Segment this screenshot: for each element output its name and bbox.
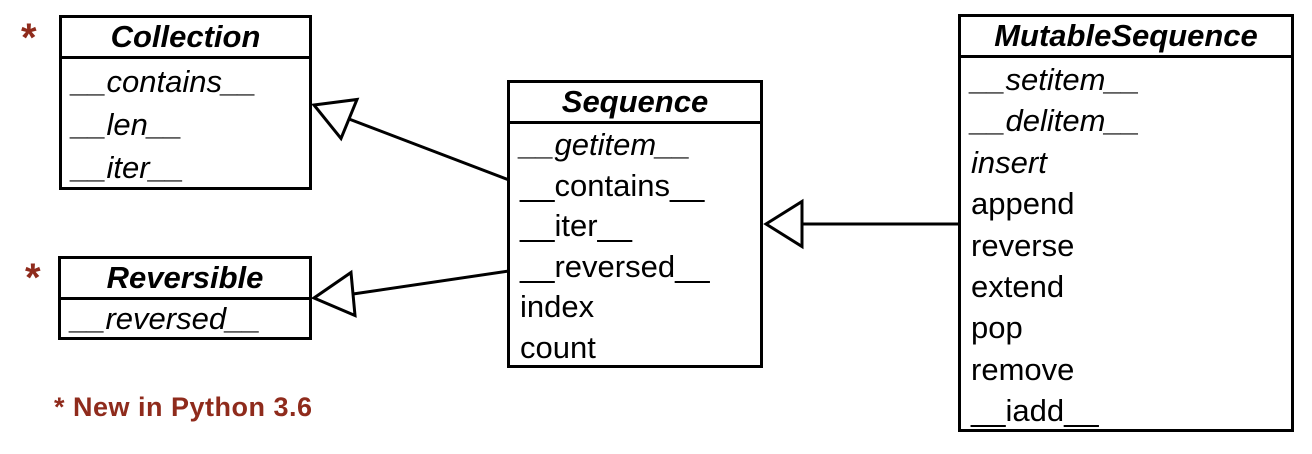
class-member: __getitem__ [520,127,691,162]
class-title-collection: Collection [62,18,309,59]
member-list-collection: __contains__ __len__ __iter__ [62,59,309,189]
class-member: count [520,329,596,365]
class-title-sequence: Sequence [510,83,760,124]
class-member: __iter__ [520,208,633,243]
class-title-reversible: Reversible [61,259,309,300]
class-member: pop [971,310,1023,346]
class-box-mutablesequence: MutableSequence __setitem__ __delitem__ … [958,14,1294,432]
new-in-36-asterisk-collection: * [21,16,37,60]
member-list-mutablesequence: __setitem__ __delitem__ insert append re… [961,58,1291,432]
class-box-reversible: Reversible __reversed__ [58,256,312,340]
class-member: index [520,289,595,324]
class-member: insert [971,144,1047,180]
inheritance-arrowhead-icon [310,269,357,318]
member-list-reversible: __reversed__ [61,300,309,337]
class-member: reverse [971,227,1075,263]
class-member: __setitem__ [971,62,1140,97]
inheritance-arrowhead-icon [763,198,804,250]
class-member: __reversed__ [520,248,710,284]
class-member: __contains__ [520,167,705,203]
class-member: extend [971,269,1065,305]
class-member: __contains__ [72,64,257,99]
class-member: __iadd__ [971,393,1099,429]
class-member: __delitem__ [971,103,1140,139]
member-list-sequence: __getitem__ __contains__ __iter__ __reve… [510,124,760,368]
inheritance-arrowhead-icon [311,97,360,142]
class-member: __iter__ [72,150,185,185]
class-member: append [971,186,1075,222]
class-member: remove [971,351,1075,387]
class-member: __len__ [72,107,183,142]
class-box-sequence: Sequence __getitem__ __contains__ __iter… [507,80,763,368]
arrow-mutablesequence-to-sequence [763,198,959,250]
footnote-new-in-python-36: * New in Python 3.6 [54,392,313,422]
class-box-collection: Collection __contains__ __len__ __iter__ [59,15,312,190]
class-title-mutablesequence: MutableSequence [961,17,1291,58]
arrow-sequence-to-reversible [310,269,510,318]
new-in-36-asterisk-reversible: * [25,256,41,300]
arrow-sequence-to-collection [311,97,510,182]
class-member: __reversed__ [71,301,261,336]
